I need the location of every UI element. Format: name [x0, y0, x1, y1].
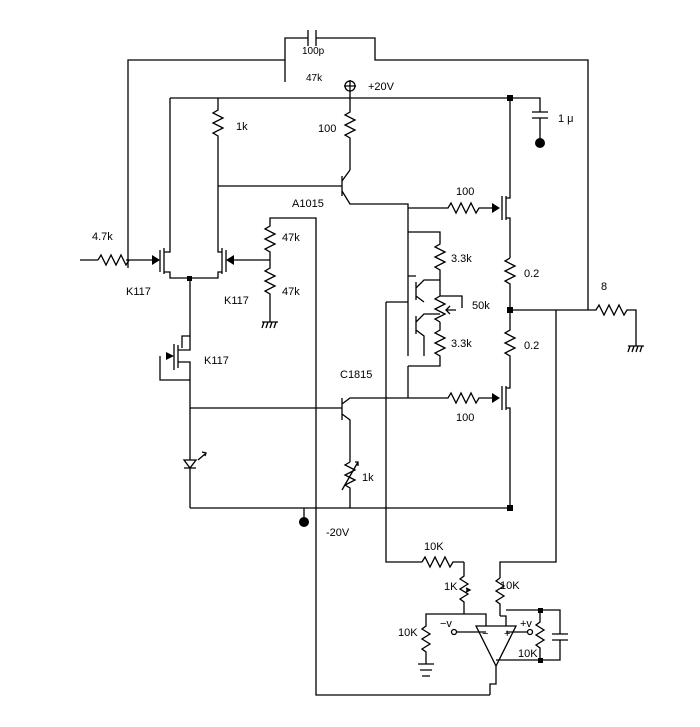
supply-neg-label: -20V [326, 527, 350, 539]
opamp-minus-label: − [482, 628, 488, 640]
opamp [474, 625, 518, 668]
r-02-b-label: 0.2 [524, 340, 539, 352]
r-47k-a-label: 47k [282, 232, 300, 244]
bias-divider: 47k 47k [261, 217, 490, 696]
a1015-transistor: 100 A1015 [292, 98, 409, 356]
q-c1815-label: C1815 [340, 369, 372, 381]
dc-servo: 10K 1K 10K 10K − + −v +v 10K [398, 541, 568, 695]
r-10k-c-label: 10K [500, 580, 520, 592]
feedback-network: 100p 47k [127, 30, 589, 310]
r-3k3-a-label: 3.3k [451, 253, 472, 265]
r-4k7 [97, 253, 130, 267]
load: 8 [499, 281, 644, 578]
r-100-gate-top-label: 100 [456, 186, 474, 198]
r-47k-b-label: 47k [282, 286, 300, 298]
r-4k7-label: 4.7k [92, 231, 113, 243]
r-1k-top [211, 98, 225, 186]
c1815-transistor: C1815 1k [340, 369, 408, 508]
r-100-top-label: 100 [318, 123, 336, 135]
output-stage: 100 0.2 0.2 100 [408, 98, 588, 511]
jfet-k117-a-label: K117 [126, 286, 151, 298]
opamp-plus-label: + [504, 628, 510, 640]
r-1k-top-label: 1k [236, 121, 248, 133]
positive-rail: +20V 1 μ [170, 80, 574, 148]
feedback-capacitor [307, 30, 344, 46]
cap-1u-label: 1 μ [558, 113, 574, 125]
r-02-a-label: 0.2 [524, 268, 539, 280]
pot-50k-label: 50k [472, 300, 490, 312]
cap-100p-label: 100p [302, 46, 325, 57]
current-source: K117 [159, 278, 342, 508]
r-load-label: 8 [601, 281, 607, 293]
q-a1015-label: A1015 [292, 198, 324, 210]
vr-1k-label: 1k [362, 472, 374, 484]
jfet-k117-c-label: K117 [204, 355, 229, 367]
r-100-gate-bot-label: 100 [456, 412, 474, 424]
r-100-top [343, 98, 357, 170]
opamp-neg-supply-label: −v [440, 618, 452, 630]
r-10k-a-label: 10K [424, 541, 444, 553]
bias-spreader: 3.3k 50k 3.3k [385, 231, 490, 563]
r-47k-feedback-label: 47k [306, 73, 323, 84]
r-10k-b-label: 10K [398, 627, 418, 639]
negative-rail: -20V [190, 507, 510, 539]
r-10k-d-label: 10K [518, 648, 538, 660]
supply-pos-label: +20V [368, 81, 395, 93]
input-stage: 4.7k K117 K117 1k [80, 98, 342, 307]
jfet-k117-b-label: K117 [224, 295, 249, 307]
r-3k3-b-label: 3.3k [451, 338, 472, 350]
opamp-pos-supply-label: +v [520, 618, 532, 630]
vr-1k-b-label: 1K [444, 581, 458, 593]
